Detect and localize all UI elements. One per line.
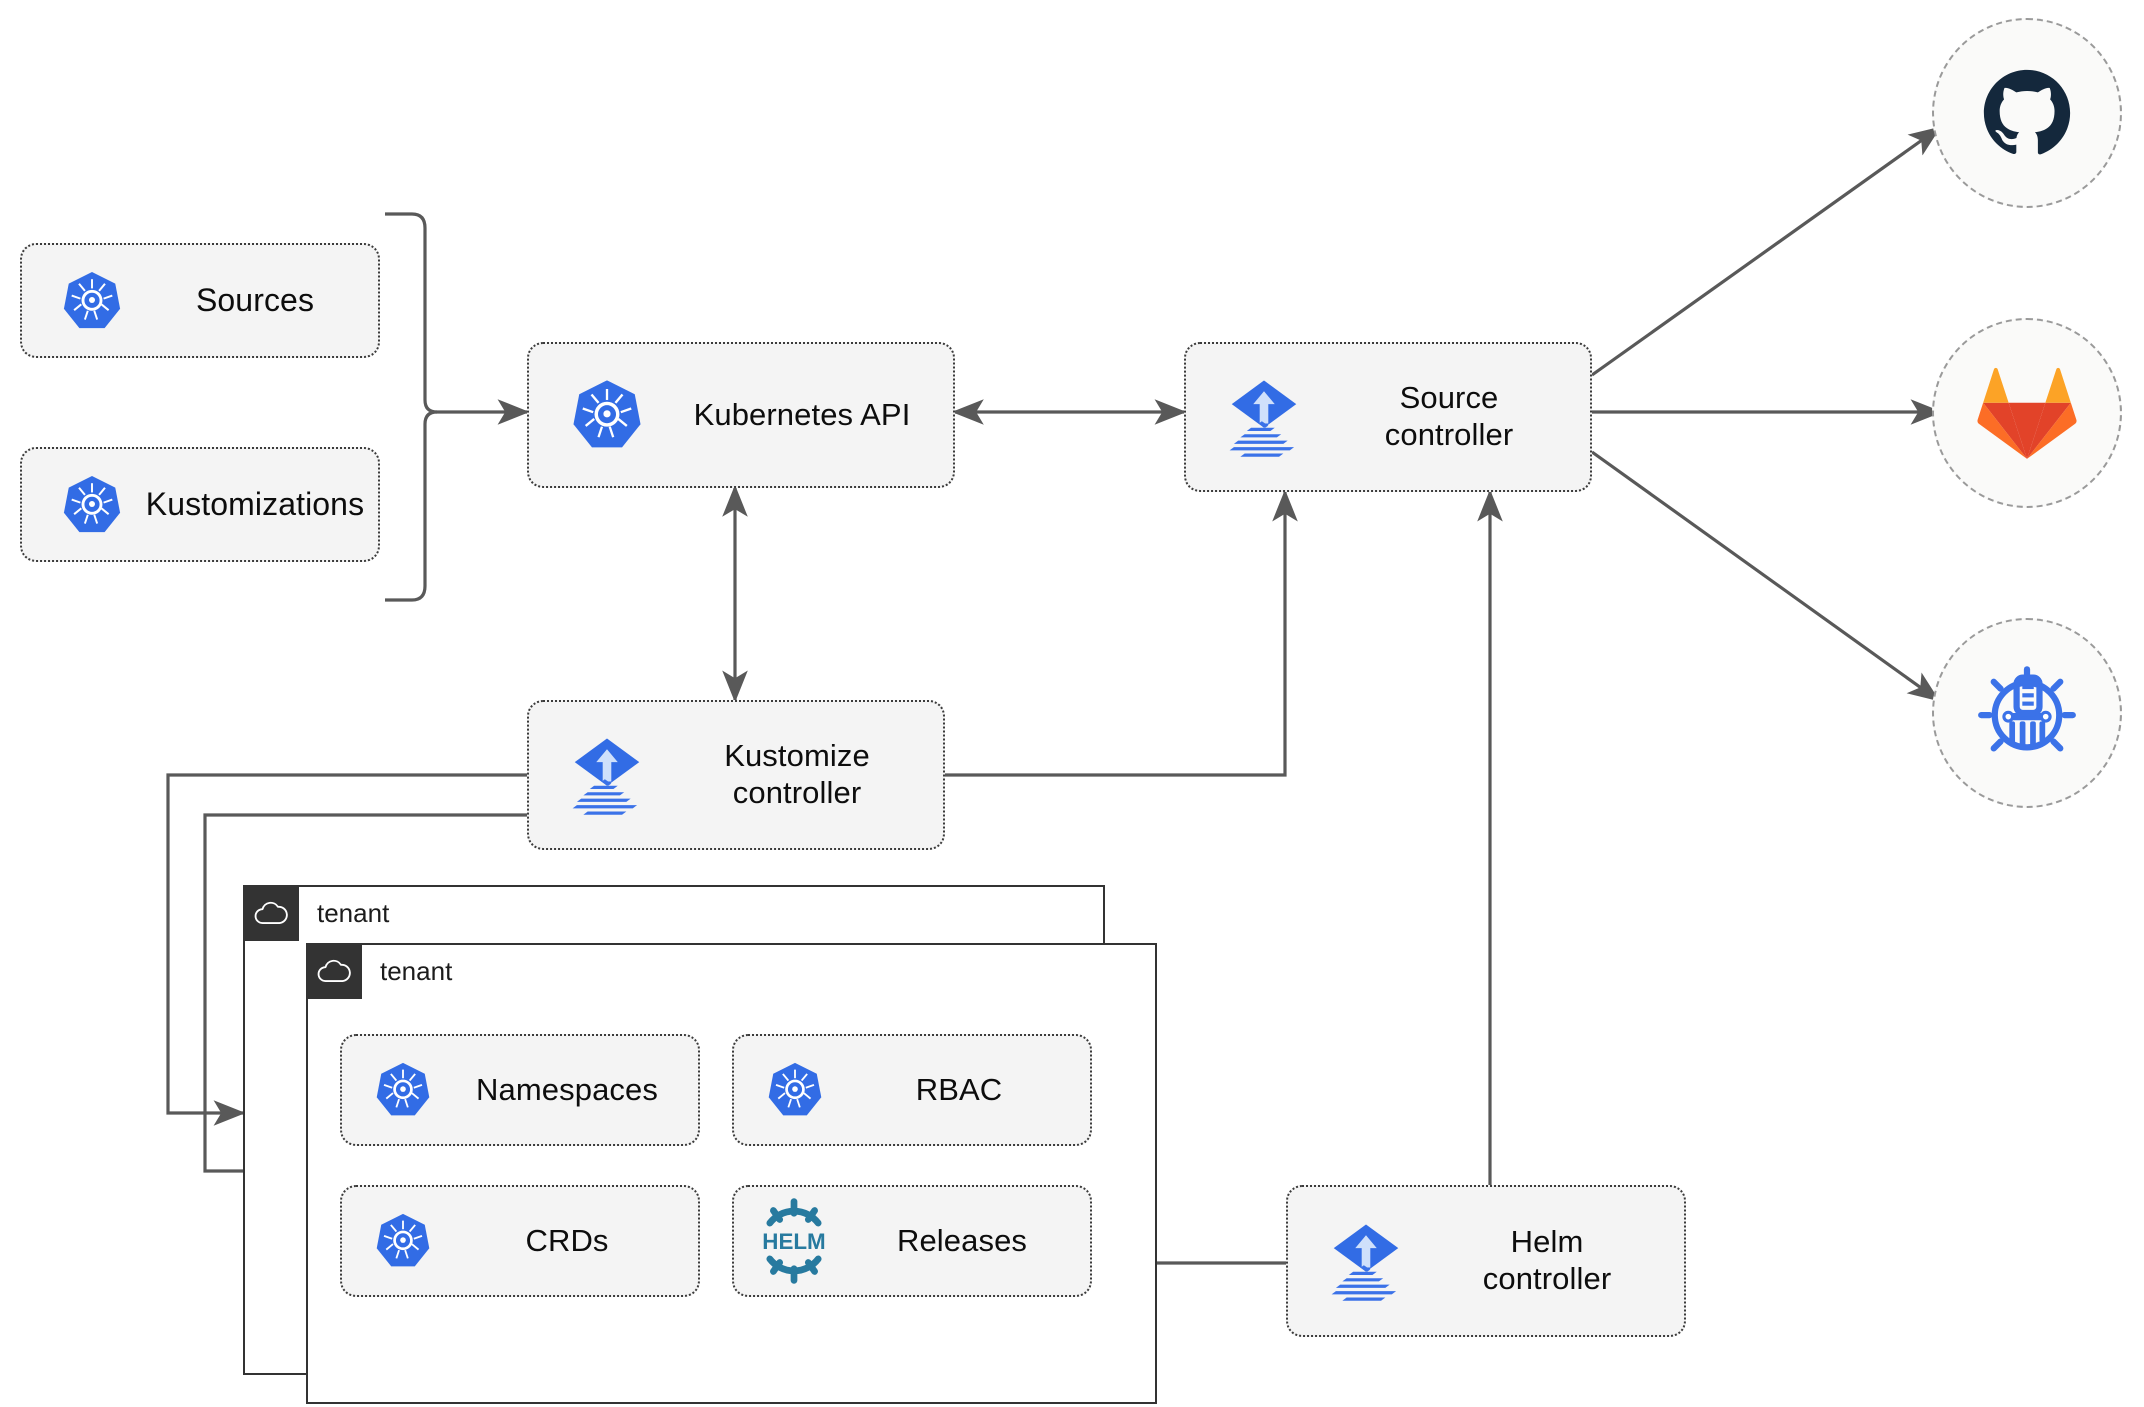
node-sources[interactable]: Sources <box>20 243 380 358</box>
node-kustomizations[interactable]: Kustomizations <box>20 447 380 562</box>
kubernetes-icon <box>362 1061 444 1119</box>
gitlab-icon <box>1977 367 2077 459</box>
kubernetes-icon <box>555 378 659 452</box>
tenant-header: tenant <box>306 943 452 999</box>
node-label: RBAC <box>915 1071 1003 1107</box>
node-kustomize-controller[interactable]: Kustomize controller <box>527 700 945 850</box>
github-icon <box>1983 69 2071 155</box>
edge-source-bucket <box>1591 450 1941 702</box>
bucket-icon <box>1978 666 2076 752</box>
node-rbac[interactable]: RBAC <box>732 1034 1092 1146</box>
tenant-panel-front[interactable]: tenant <box>306 943 1157 1404</box>
edge-source-github <box>1591 126 1942 377</box>
bracket-top <box>385 212 438 414</box>
kubernetes-icon <box>44 474 140 536</box>
node-kubernetes-api[interactable]: Kubernetes API <box>527 342 955 488</box>
edge-kustomize-source <box>945 489 1298 777</box>
kubernetes-icon <box>362 1212 444 1270</box>
node-label: Namespaces <box>476 1071 658 1107</box>
kubernetes-icon <box>754 1061 836 1119</box>
svg-text:HELM: HELM <box>762 1229 825 1254</box>
tenant-label: tenant <box>380 955 453 986</box>
node-releases[interactable]: HELM Releases <box>732 1185 1092 1297</box>
node-label: Kubernetes API <box>693 396 911 432</box>
node-namespaces[interactable]: Namespaces <box>340 1034 700 1146</box>
node-label: Sources <box>195 281 315 318</box>
node-helm-controller[interactable]: Helm controller <box>1286 1185 1686 1337</box>
node-label: CRDs <box>525 1222 609 1258</box>
bracket-bottom <box>385 410 438 602</box>
node-label: Source controller <box>1384 380 1514 452</box>
tenant-header: tenant <box>243 885 389 941</box>
node-label: Kustomize controller <box>724 738 870 810</box>
provider-gitlab[interactable] <box>1932 318 2122 508</box>
flux-icon <box>1212 374 1316 460</box>
node-label: Helm controller <box>1482 1224 1612 1296</box>
provider-bucket[interactable] <box>1932 618 2122 808</box>
node-crds[interactable]: CRDs <box>340 1185 700 1297</box>
tenant-label: tenant <box>317 897 390 928</box>
cloud-icon <box>243 885 299 941</box>
kubernetes-icon <box>44 270 140 332</box>
flux-icon <box>555 732 659 818</box>
node-source-controller[interactable]: Source controller <box>1184 342 1592 492</box>
node-label: Releases <box>896 1222 1028 1258</box>
node-label: Kustomizations <box>145 485 365 522</box>
provider-github[interactable] <box>1932 18 2122 208</box>
cloud-icon <box>306 943 362 999</box>
helm-icon: HELM <box>746 1198 842 1284</box>
flux-icon <box>1314 1218 1418 1304</box>
